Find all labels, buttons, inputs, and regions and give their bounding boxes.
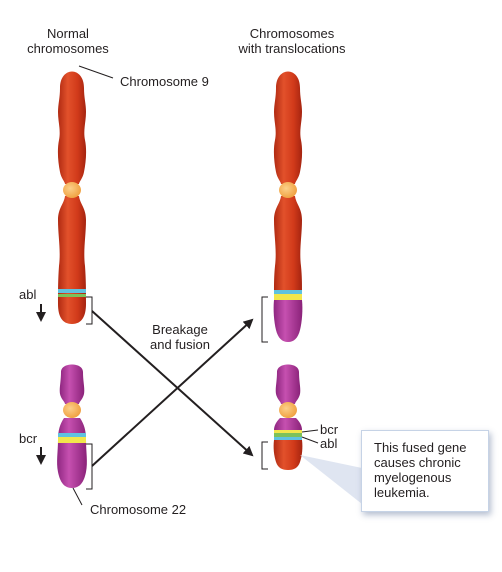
label-chromosome-9: Chromosome 9 <box>120 74 209 89</box>
chr22-trans-band-green <box>274 433 302 437</box>
bcr-band-left <box>58 433 86 437</box>
bcr-band-left-2 <box>58 437 86 443</box>
label-abl-left: abl <box>19 287 37 302</box>
callout-line-2: causes chronic <box>374 455 461 470</box>
chr22-trans-fused-9-segment <box>273 440 303 470</box>
label-chromosome-22: Chromosome 22 <box>90 502 187 517</box>
label-breakage-line1: Breakage <box>152 322 208 337</box>
chr9-normal-arm-top <box>57 71 87 184</box>
label-bcr-right: bcr <box>320 422 339 437</box>
label-breakage-line2: and fusion <box>150 337 210 352</box>
label-bcr-left: bcr <box>19 431 38 446</box>
chr22-trans-arm-purple <box>274 418 302 430</box>
header-translocated-line1: Chromosomes <box>249 26 335 41</box>
chromosome-9-normal <box>57 71 87 324</box>
callout-box: This fused gene causes chronic myelogeno… <box>361 430 489 512</box>
chr9-trans-arm-bottom <box>274 196 302 292</box>
arrow-abl-to-chr22 <box>91 310 254 457</box>
chr9-normal-arm-bottom <box>58 196 86 324</box>
chr9-trans-centromere <box>279 182 297 198</box>
bracket-chr9-right <box>261 296 268 343</box>
header-normal: Normal chromosomes <box>18 26 118 56</box>
leader-chromosome-22 <box>72 487 83 506</box>
bracket-chr9-left <box>86 296 93 325</box>
callout-pointer <box>300 455 362 504</box>
callout-line-3: myelogenous <box>374 470 452 485</box>
chr9-trans-band-yellow <box>274 294 302 300</box>
label-abl-right: abl <box>320 436 338 451</box>
chromosome-22-translocated <box>273 364 303 470</box>
label-breakage-fusion: Breakage and fusion <box>140 322 220 352</box>
chr9-trans-fused-22-segment <box>273 300 303 342</box>
chr9-normal-centromere <box>63 182 81 198</box>
chr22-trans-band-blue <box>274 437 302 440</box>
chr22-normal-arm-bottom <box>57 418 87 488</box>
bracket-chr22-right <box>261 441 268 470</box>
chr9-trans-arm-top <box>273 71 303 184</box>
chr22-normal-centromere <box>63 402 81 418</box>
chr22-trans-band-yellow <box>274 430 302 433</box>
chromosome-22-normal <box>57 364 87 488</box>
chromosome-9-translocated <box>273 71 303 342</box>
leader-bcr-right <box>301 429 319 433</box>
callout-line-1: This fused gene <box>374 440 467 455</box>
abl-band-left-2 <box>58 294 86 297</box>
header-normal-line2: chromosomes <box>27 41 109 56</box>
header-translocated: Chromosomes with translocations <box>222 26 362 56</box>
chr22-trans-centromere <box>279 402 297 418</box>
bracket-chr22-left <box>86 443 93 490</box>
arrow-bcr-to-chr9 <box>91 318 254 467</box>
abl-band-left <box>58 289 86 293</box>
chr22-normal-arm-top <box>59 364 85 404</box>
chr9-trans-band-blue <box>274 290 302 294</box>
chr22-trans-arm-top <box>275 364 301 404</box>
leader-abl-right <box>301 436 319 444</box>
callout-line-4: leukemia. <box>374 485 430 500</box>
header-translocated-line2: with translocations <box>238 41 346 56</box>
leader-chromosome-9 <box>78 65 114 79</box>
header-normal-line1: Normal <box>47 26 89 41</box>
